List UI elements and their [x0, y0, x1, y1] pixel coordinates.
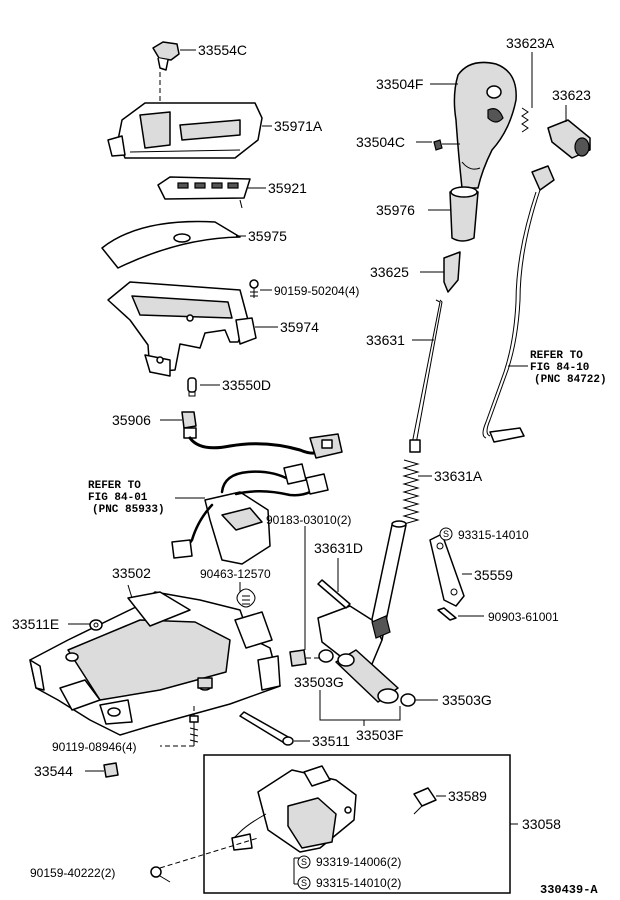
part-33550d-bulb	[187, 377, 197, 397]
standard-symbol: S	[443, 529, 449, 539]
label-93319-14006: 93319-14006(2)	[316, 855, 401, 869]
part-35975-slide-plate	[101, 220, 241, 269]
label-33554c: 33554C	[198, 42, 247, 58]
label-33503f: 33503F	[356, 727, 403, 743]
part-90159-50204-screw	[249, 279, 259, 298]
part-33589-bolt	[413, 787, 437, 815]
label-90159-50204: 90159-50204(4)	[274, 284, 359, 298]
ref-left-line1: REFER TO	[88, 480, 141, 492]
part-33625-collar	[443, 251, 461, 293]
part-35976-sleeve	[449, 186, 479, 242]
label-33511: 33511	[312, 733, 350, 749]
label-33544: 33544	[34, 763, 73, 779]
label-33623: 33623	[552, 87, 591, 103]
label-33625: 33625	[370, 264, 409, 280]
label-33631a: 33631A	[434, 468, 483, 484]
part-90159-40222-screw	[150, 866, 171, 883]
part-90463-12570-clamp	[236, 588, 256, 608]
part-33058-shift-lock-unit	[231, 765, 357, 853]
label-90159-40222: 90159-40222(2)	[30, 866, 115, 880]
part-33511e-nut	[89, 619, 103, 631]
label-35974: 35974	[280, 319, 319, 335]
part-shift-lock-switch-assembly	[171, 463, 329, 565]
label-35921: 35921	[268, 180, 307, 196]
part-90183-03010-clip	[289, 649, 307, 667]
label-33504f: 33504F	[376, 76, 423, 92]
part-shift-lever	[317, 520, 407, 704]
ref-left-line2: FIG 84-01	[88, 492, 148, 504]
ref-right-line2: FIG 84-10	[530, 362, 589, 374]
label-33589: 33589	[448, 788, 487, 804]
label-33631d: 33631D	[314, 540, 363, 556]
standard-symbol: S	[301, 878, 307, 888]
part-33631-rod	[409, 299, 443, 453]
diagram-code: 330439-A	[540, 883, 598, 897]
standard-symbol: S	[301, 857, 307, 867]
part-33504c-screw	[433, 139, 460, 151]
label-33504c: 33504C	[356, 134, 405, 150]
label-33503g-right: 33503G	[442, 692, 492, 708]
label-35976: 35976	[376, 202, 415, 218]
label-90119-08946: 90119-08946(4)	[52, 740, 137, 754]
label-35559: 35559	[474, 567, 513, 583]
label-33550d: 33550D	[222, 377, 271, 393]
label-33631: 33631	[366, 332, 405, 348]
part-lock-cable	[482, 165, 555, 443]
part-33511-rod	[239, 711, 294, 746]
part-35971a-cover	[107, 102, 263, 159]
part-35974-bracket	[107, 281, 257, 377]
part-33502-shift-lever-base	[29, 591, 281, 736]
label-90903-61001: 90903-61001	[488, 610, 559, 624]
label-33511e: 33511E	[12, 616, 59, 632]
part-33631a-spring	[402, 459, 420, 525]
ref-right-line3: (PNC 84722)	[534, 374, 607, 386]
part-90903-61001-pin	[437, 607, 457, 621]
label-33503g-left: 33503G	[294, 674, 344, 690]
label-35975: 35975	[248, 228, 287, 244]
part-33631d-pin	[317, 579, 351, 609]
part-33544-clip	[103, 762, 119, 778]
label-93315-14010-a: 93315-14010	[458, 528, 529, 542]
part-35559-lever	[429, 533, 465, 607]
part-33503g-bushing-right	[400, 693, 416, 707]
part-33504f-shift-knob	[453, 61, 517, 189]
part-90119-08946-bolt	[189, 715, 199, 746]
label-35971a: 35971A	[274, 118, 323, 134]
part-35906-wire-harness	[181, 411, 343, 459]
ref-right-line1: REFER TO	[530, 350, 583, 362]
ref-left-line3: (PNC 85933)	[92, 504, 165, 516]
part-33623-knob-button	[547, 119, 591, 159]
part-33503g-bushing-left	[318, 649, 334, 663]
part-33554c-button	[152, 41, 180, 71]
label-33623a: 33623A	[506, 35, 555, 51]
label-90463-12570: 90463-12570	[200, 567, 271, 581]
part-35921-indicator-plate	[157, 176, 251, 209]
label-90183-03010: 90183-03010(2)	[266, 513, 351, 527]
label-35906: 35906	[112, 412, 151, 428]
label-33502: 33502	[112, 565, 151, 581]
part-33623a-spring	[521, 107, 529, 133]
label-93315-14010-b: 93315-14010(2)	[316, 876, 401, 890]
label-33058: 33058	[522, 816, 561, 832]
